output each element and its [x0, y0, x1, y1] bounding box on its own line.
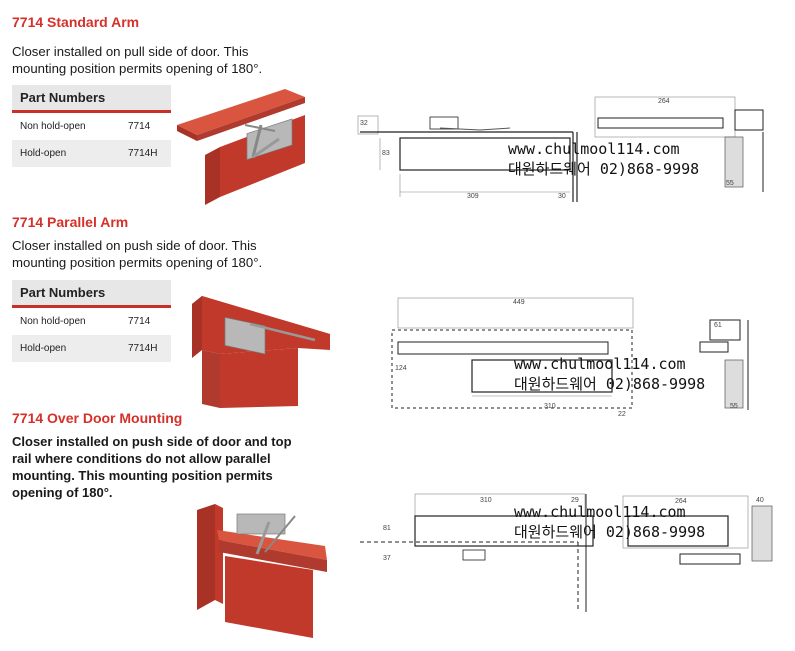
- part-numbers-table: Part Numbers Non hold-open 7714 Hold-ope…: [12, 85, 171, 167]
- part-code: 7714H: [128, 148, 158, 159]
- dim-label: 310: [480, 497, 492, 504]
- dim-label: 30: [558, 193, 566, 200]
- standard-arm-door-illustration: [177, 89, 305, 205]
- watermark-phone: 대원하드웨어 02)868-9998: [514, 375, 706, 393]
- part-label: Hold-open: [20, 148, 67, 159]
- part-code: 7714: [128, 316, 151, 327]
- dim-label: 264: [658, 98, 670, 105]
- part-numbers-table: Part Numbers Non hold-open 7714 Hold-ope…: [12, 280, 171, 362]
- section-title-parallel-arm: 7714 Parallel Arm: [12, 214, 129, 230]
- watermark: www.chulmool114.com 대원하드웨어 02)868-9998: [514, 503, 705, 542]
- watermark-url: www.chulmool114.com: [514, 503, 686, 521]
- dim-label: 32: [360, 120, 368, 127]
- over-door-mounting-technical-drawing: 310 29 81 37 264 40: [360, 493, 773, 612]
- dim-label: 81: [383, 525, 391, 532]
- dim-label: 55: [730, 403, 738, 410]
- watermark-phone: 대원하드웨어 02)868-9998: [514, 523, 706, 541]
- dim-label: 55: [726, 180, 734, 187]
- section-description-standard-arm: Closer installed on pull side of door. T…: [12, 44, 263, 76]
- watermark: www.chulmool114.com 대원하드웨어 02)868-9998: [508, 140, 699, 179]
- watermark-url: www.chulmool114.com: [514, 355, 686, 373]
- section-description-over-door-mounting: Closer installed on push side of door an…: [12, 434, 292, 500]
- dim-label: 449: [513, 299, 525, 306]
- standard-arm-technical-drawing: 32 83 309 30 264 55: [357, 96, 764, 202]
- part-code: 7714: [128, 121, 151, 132]
- dim-label: 61: [714, 322, 722, 329]
- table-row: Hold-open 7714H: [12, 335, 171, 362]
- part-code: 7714H: [128, 343, 158, 354]
- over-door-mounting-door-illustration: [197, 504, 327, 638]
- dim-label: 264: [675, 498, 687, 505]
- dim-label: 29: [571, 497, 579, 504]
- table-row: Non hold-open 7714: [12, 113, 171, 140]
- dim-label: 83: [382, 150, 390, 157]
- section-title-standard-arm: 7714 Standard Arm: [12, 14, 140, 30]
- part-label: Non hold-open: [20, 121, 86, 132]
- dim-label: 310: [544, 403, 556, 410]
- section-title-over-door-mounting: 7714 Over Door Mounting: [12, 410, 183, 426]
- watermark: www.chulmool114.com 대원하드웨어 02)868-9998: [514, 355, 705, 394]
- watermark-url: www.chulmool114.com: [508, 140, 680, 158]
- dim-label: 40: [756, 497, 764, 504]
- section-description-parallel-arm: Closer installed on push side of door. T…: [12, 238, 263, 270]
- parallel-arm-technical-drawing: 449 124 310 22 61 55: [391, 297, 749, 417]
- table-row: Hold-open 7714H: [12, 140, 171, 167]
- parallel-arm-door-illustration: [192, 296, 330, 408]
- table-row: Non hold-open 7714: [12, 308, 171, 335]
- part-numbers-header: Part Numbers: [12, 280, 171, 308]
- part-label: Hold-open: [20, 343, 67, 354]
- dim-label: 124: [395, 365, 407, 372]
- dim-label: 22: [618, 411, 626, 417]
- watermark-phone: 대원하드웨어 02)868-9998: [508, 160, 700, 178]
- dim-label: 309: [467, 193, 479, 200]
- part-numbers-header: Part Numbers: [12, 85, 171, 113]
- dim-label: 37: [383, 555, 391, 562]
- part-label: Non hold-open: [20, 316, 86, 327]
